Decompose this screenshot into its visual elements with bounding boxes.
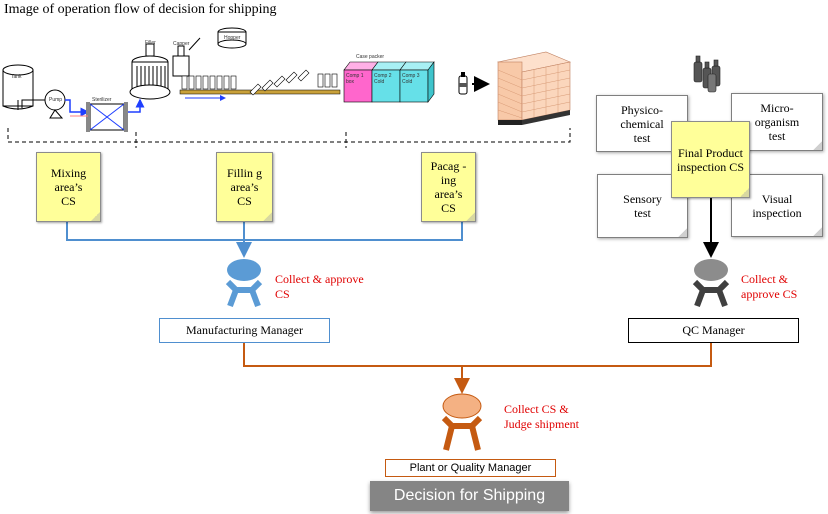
visual-inspection-card: Visual inspection xyxy=(731,174,823,237)
capper-label: Capper xyxy=(173,41,190,47)
card-fold xyxy=(813,141,822,150)
final-product-inspection-cs-text: Final Product inspection CS xyxy=(676,145,744,174)
bottle-icon xyxy=(458,72,468,95)
page-title: Image of operation flow of decision for … xyxy=(4,2,277,17)
product-bottles-icon xyxy=(693,55,721,93)
pump-label: Pump xyxy=(49,97,63,103)
plant-action-label: Collect CS & Judge shipment xyxy=(504,402,579,431)
pallet-icon xyxy=(496,51,572,125)
conveyor-icon xyxy=(179,69,341,101)
sterilizer-label: Sterilizer xyxy=(92,97,112,103)
packaging-area-cs-note: Pacag -ing area’s CS xyxy=(421,152,476,222)
plant-connector xyxy=(243,343,712,394)
plant-manager-icon xyxy=(441,393,483,451)
note-fold xyxy=(740,188,749,197)
pump-icon xyxy=(44,89,66,119)
note-fold xyxy=(91,212,100,221)
manufacturing-manager-icon xyxy=(225,259,263,308)
card-fold xyxy=(678,228,687,237)
case-packer-label: Case packer xyxy=(356,54,385,60)
filler-icon xyxy=(129,43,171,100)
final-product-inspection-cs-note: Final Product inspection CS xyxy=(671,121,750,198)
sterilizer-icon xyxy=(86,102,128,132)
mixing-area-cs-text: Mixing area’s CS xyxy=(50,166,87,208)
process-brace xyxy=(7,128,571,148)
mfg-connector xyxy=(66,222,463,258)
note-fold xyxy=(263,212,272,221)
note-fold xyxy=(466,212,475,221)
manufacturing-manager-box: Manufacturing Manager xyxy=(159,318,330,343)
visual-inspection-text: Visual inspection xyxy=(752,191,802,220)
hopper-label: Hopper xyxy=(224,35,241,41)
micro-organism-test-text: Micro- organism test xyxy=(754,101,800,143)
process-line-illustration xyxy=(2,27,572,132)
mixing-area-cs-note: Mixing area’s CS xyxy=(36,152,101,222)
sensory-test-text: Sensory test xyxy=(623,192,662,220)
tank-label: Tank xyxy=(11,74,22,80)
filling-area-cs-text: Fillin g area’s CS xyxy=(226,166,262,208)
case-packer-icon xyxy=(343,61,435,103)
qc-action-label: Collect & approve CS xyxy=(741,272,798,301)
hopper-icon xyxy=(217,27,247,49)
comp1-label: Comp 1 box xyxy=(346,73,364,85)
manufacturing-action-label: Collect & approve CS xyxy=(275,272,364,301)
comp2-label: Comp 2 Cold xyxy=(374,73,392,85)
filling-area-cs-note: Fillin g area’s CS xyxy=(216,152,273,222)
plant-quality-manager-box: Plant or Quality Manager xyxy=(385,459,556,477)
decision-for-shipping-banner: Decision for Shipping xyxy=(370,481,569,511)
packaging-area-cs-text: Pacag -ing area’s CS xyxy=(430,159,467,215)
filler-label: Filler xyxy=(145,40,156,46)
physico-chemical-test-text: Physico- chemical test xyxy=(620,102,664,145)
qc-manager-icon xyxy=(692,259,730,308)
comp3-label: Comp 3 Cold xyxy=(402,73,420,85)
card-fold xyxy=(813,227,822,236)
qc-manager-box: QC Manager xyxy=(628,318,799,343)
